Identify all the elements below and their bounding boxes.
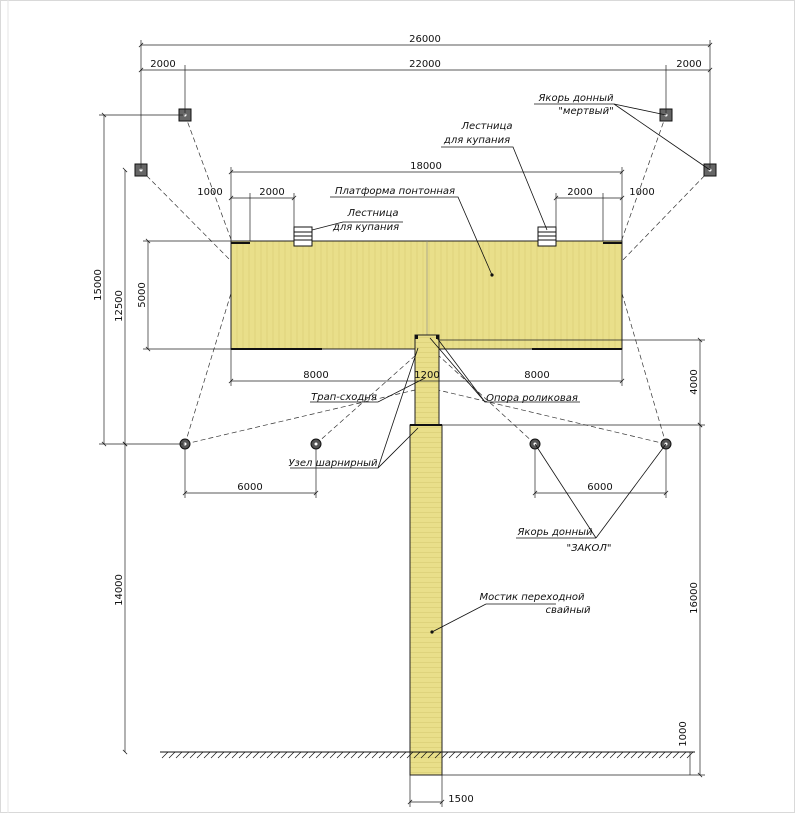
label-ladder-right-line2: для купания xyxy=(443,135,510,146)
label-bridge-line2: свайный xyxy=(546,605,591,616)
dim-left-edge: 2000 xyxy=(150,59,175,70)
dim-right-anchor-spacing: 6000 xyxy=(587,482,612,493)
label-stake-anchor-line2: "ЗАКОЛ" xyxy=(567,543,612,554)
ladder-right-icon xyxy=(537,226,557,247)
dim-left-half: 8000 xyxy=(303,370,328,381)
label-ladder-left-line1: Лестница xyxy=(347,208,399,219)
dim-left-anchor-spacing: 6000 xyxy=(237,482,262,493)
dim-right-margin: 1000 xyxy=(629,187,654,198)
dim-right-ladder: 2000 xyxy=(567,187,592,198)
label-bridge-line1: Мостик переходной xyxy=(479,592,585,603)
label-hinge-joint: Узел шарнирный xyxy=(288,458,378,469)
pontoon-platform xyxy=(230,240,623,350)
dim-gangway-width: 1200 xyxy=(414,370,439,381)
dim-platform-length: 18000 xyxy=(410,161,442,172)
dim-right-edge: 2000 xyxy=(676,59,701,70)
label-dead-anchor-line1: Якорь донный xyxy=(537,93,614,104)
dim-left-ladder: 2000 xyxy=(259,187,284,198)
label-ladder-right-line1: Лестница xyxy=(461,121,513,132)
dimension-lines xyxy=(99,40,713,807)
dim-depth-15000: 15000 xyxy=(93,269,104,301)
dim-gap-4000: 4000 xyxy=(689,369,700,394)
label-gangway: Трап-сходня xyxy=(311,392,377,403)
leader-dot xyxy=(430,630,434,634)
label-stake-anchor-line1: Якорь донный xyxy=(516,527,593,538)
leader-lines xyxy=(290,103,711,633)
pile-bridge xyxy=(409,424,443,776)
platform-deck xyxy=(230,240,623,350)
dim-overall-width: 26000 xyxy=(409,34,441,45)
dim-right-half: 8000 xyxy=(524,370,549,381)
label-dead-anchor-line2: "мертвый" xyxy=(558,106,613,117)
dim-depth-12500: 12500 xyxy=(114,290,125,322)
dim-shore-1000: 1000 xyxy=(678,721,689,746)
dim-bridge-width: 1500 xyxy=(448,794,473,805)
dim-bridge-16000: 16000 xyxy=(689,582,700,614)
label-platform: Платформа понтонная xyxy=(335,186,455,197)
label-roller-support: Опора роликовая xyxy=(486,393,578,404)
label-ladder-left-line2: для купания xyxy=(332,222,399,233)
dim-anchor-span: 22000 xyxy=(409,59,441,70)
shore-line xyxy=(160,751,695,759)
mooring-lines xyxy=(140,114,711,445)
dim-bridge-14000: 14000 xyxy=(114,574,125,606)
dim-left-margin: 1000 xyxy=(197,187,222,198)
leader-dot xyxy=(490,273,494,277)
ladder-left-icon xyxy=(293,226,313,247)
dim-platform-width: 5000 xyxy=(137,282,148,307)
